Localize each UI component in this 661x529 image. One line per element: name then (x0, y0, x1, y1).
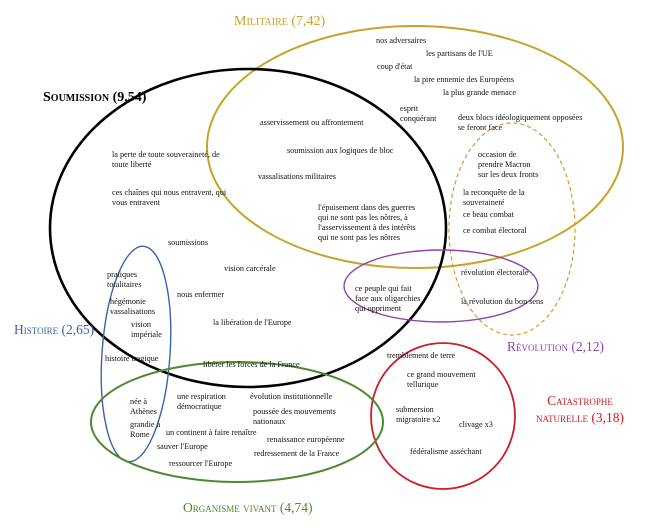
term-tremblement: tremblement de terre (387, 351, 456, 360)
term-evolution-institutionnelle: évolution institutionnelle (250, 392, 333, 401)
term-poussee: poussée des mouvements nationaux (253, 407, 336, 426)
term-nous-enfermer: nous enfermer (177, 290, 225, 299)
ellipse-organisme (90, 361, 384, 483)
term-pire-ennemie: la pire ennemie des Européens (414, 75, 515, 84)
term-soumissions: soumissions (168, 238, 209, 247)
ellipse-revolution (343, 249, 539, 323)
term-reconquete: la reconquête de la souveraineté (463, 188, 525, 207)
ellipse-campagne-dashed (448, 122, 576, 336)
term-grand-mouvement: ce grand mouvement tellurique (407, 370, 476, 389)
term-renaissance: renaissance européenne (267, 435, 345, 444)
term-histoire-tragique: histoire tragique (105, 354, 159, 363)
label-histoire: Histoire (2,65) (14, 322, 95, 337)
term-perte-souverainete: la perte de toute souveraineté, de toute… (112, 150, 220, 169)
term-partisans-ue: les partisans de l'UE (426, 49, 493, 58)
term-plus-grande-menace: la plus grande menace (443, 88, 516, 97)
term-clivage: clivage x3 (459, 420, 493, 429)
term-grandie-rome: grandie à Rome (130, 420, 161, 439)
term-peuple-oligarchies: ce peuple qui fait face aux oligarchies … (355, 284, 421, 313)
term-hegemonie: hégémonie vassalisations (110, 297, 156, 316)
term-esprit-conquerant: esprit conquérant (400, 104, 437, 123)
term-revolution-bon-sens: la révolution du bon sens (461, 297, 544, 306)
term-revolution-electorale: révolution électorale (461, 268, 529, 277)
label-militaire: Militaire (7,42) (234, 14, 326, 29)
term-federalisme: fédéralisme asséchant (410, 447, 482, 456)
term-coup-etat: coup d'état (377, 62, 413, 71)
term-soumission-logiques: soumission aux logiques de bloc (287, 146, 394, 155)
label-catastrophe: Catastrophe naturelle (3,18) (536, 393, 624, 425)
term-deux-blocs: deux blocs idéologiquement opposées se f… (458, 113, 583, 132)
term-liberer-forces: libérer les forces de la France (203, 360, 300, 369)
term-beau-combat: ce beau combat (463, 210, 514, 219)
term-liberation-europe: la libération de l'Europe (213, 318, 292, 327)
term-vision-carcerale: vision carcérale (224, 264, 276, 273)
term-combat-electoral: ce combat électoral (463, 226, 527, 235)
term-asservissement: asservissement ou affrontement (260, 118, 364, 127)
term-nee-athenes: née à Athènes (130, 397, 157, 416)
label-revolution: Révolution (2,12) (507, 339, 604, 354)
ellipse-militaire (206, 25, 624, 269)
term-epuisement: l'épuisement dans des guerres qui ne son… (318, 203, 416, 242)
term-vassalisations-militaires: vassalisations militaires (258, 172, 336, 181)
term-redressement: redressement de la France (254, 449, 340, 458)
term-sauver-europe: sauver l'Europe (157, 442, 208, 451)
term-continent: un continent à faire renaître (166, 428, 257, 437)
label-soumission: Soumission (9,54) (43, 90, 147, 105)
term-submersion: submersion migratoire x2 (396, 405, 441, 424)
term-nos-adversaires: nos adversaires (376, 36, 427, 45)
term-vision-imperiale: vision impériale (131, 320, 162, 339)
label-organisme: Organisme vivant (4,74) (183, 500, 313, 515)
term-respiration: une respiration démocratique (177, 392, 226, 411)
term-pratiques-totalitaires: pratiques totalitaires (107, 270, 142, 289)
term-chaines: ces chaînes qui nous entravent, qui vous… (112, 188, 227, 207)
term-ressourcer: ressourcer l'Europe (169, 459, 233, 468)
ellipse-soumission (48, 67, 448, 389)
ellipse-catastrophe (370, 342, 516, 490)
term-occasion-macron: occasion de prendre Macron sur les deux … (478, 150, 539, 179)
